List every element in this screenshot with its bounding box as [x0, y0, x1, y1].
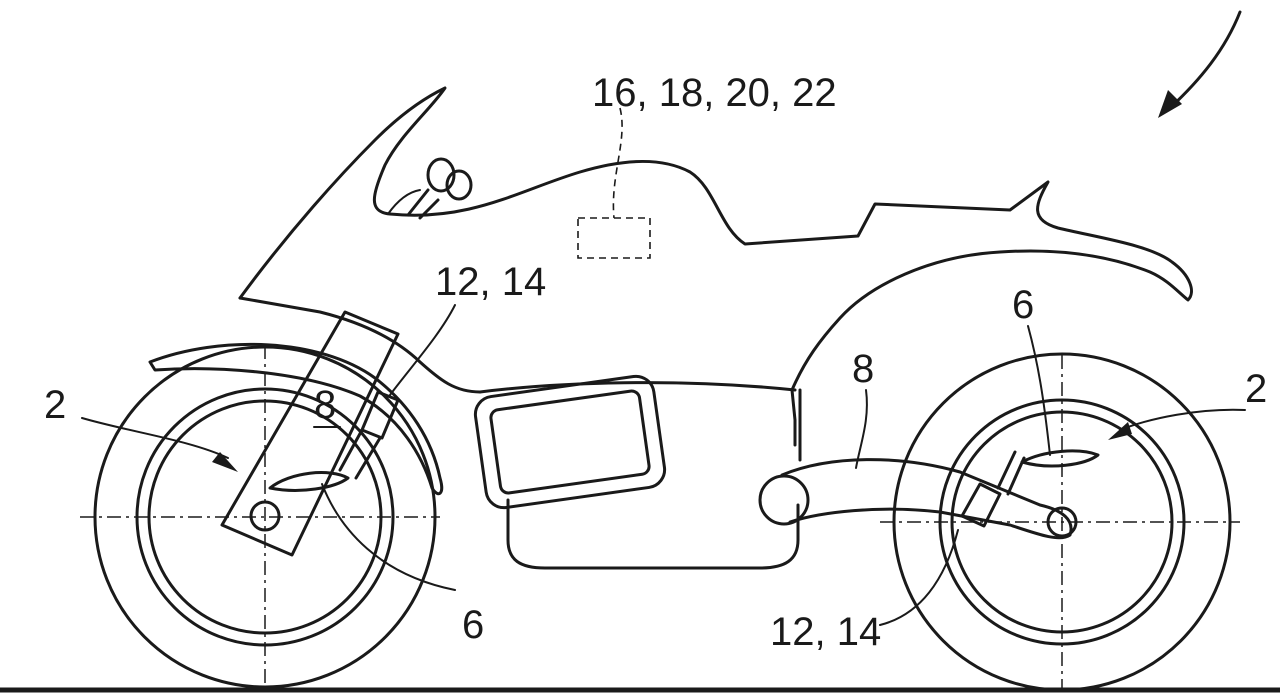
control-unit-box — [577, 217, 651, 259]
label-front-element-6: 6 — [462, 603, 484, 647]
fairing-lower-edge — [238, 296, 482, 394]
leader-front-element-6 — [321, 483, 456, 591]
rear-element-6 — [1020, 449, 1100, 468]
swing-arm — [758, 458, 1078, 540]
label-front-wheel: 2 — [44, 383, 66, 427]
handlebar-end — [445, 169, 473, 201]
label-rear-sensor: 12, 14 — [770, 610, 881, 654]
front-element-6 — [268, 471, 350, 492]
reference-arrow-head — [1158, 90, 1182, 118]
front-mudguard — [148, 342, 444, 496]
battery-pack — [473, 374, 667, 510]
rear-sensor-body — [960, 482, 1002, 528]
front-wheel — [80, 345, 440, 690]
front-axle — [249, 500, 281, 532]
front-sensor-stem — [338, 428, 382, 480]
leader-rear-sensor — [879, 529, 959, 626]
arrow-rear-wheel — [1108, 422, 1132, 440]
battery-outer — [473, 374, 667, 510]
battery-inner — [489, 389, 651, 495]
fairing-body-outline — [238, 86, 1193, 447]
label-rear-swingarm-8: 8 — [852, 347, 874, 391]
control-unit-leader — [612, 107, 623, 219]
front-fork — [220, 310, 400, 557]
label-rear-wheel: 2 — [1245, 367, 1267, 411]
rear-sensor — [960, 449, 1100, 528]
label-rear-element-6: 6 — [1012, 283, 1034, 327]
swing-arm-pivot — [758, 474, 810, 526]
rear-sensor-stem — [996, 450, 1026, 496]
leader-rear-wheel — [1119, 408, 1246, 431]
front-sensor-body — [360, 390, 400, 440]
rear-axle — [1046, 506, 1078, 538]
front-sensor — [268, 390, 400, 492]
leader-rear-element-6 — [1027, 325, 1051, 456]
label-components: 16, 18, 20, 22 — [592, 71, 837, 115]
tank-line — [387, 189, 421, 215]
leader-front-wheel — [81, 417, 229, 459]
handlebar-grip — [426, 157, 456, 193]
handlebar-stem — [406, 188, 440, 220]
handlebar — [406, 157, 473, 220]
leader-front-sensor — [389, 304, 456, 396]
arrow-front-wheel — [212, 452, 238, 472]
fork-tube — [220, 310, 400, 557]
swing-arm-body — [780, 458, 1073, 540]
label-front-element-8: 8 — [314, 383, 336, 427]
rear-wheel — [880, 352, 1240, 692]
reference-arrow — [1168, 10, 1242, 110]
label-front-sensor: 12, 14 — [435, 260, 546, 304]
leader-rear-swingarm — [855, 389, 868, 469]
engine-housing — [478, 381, 800, 570]
